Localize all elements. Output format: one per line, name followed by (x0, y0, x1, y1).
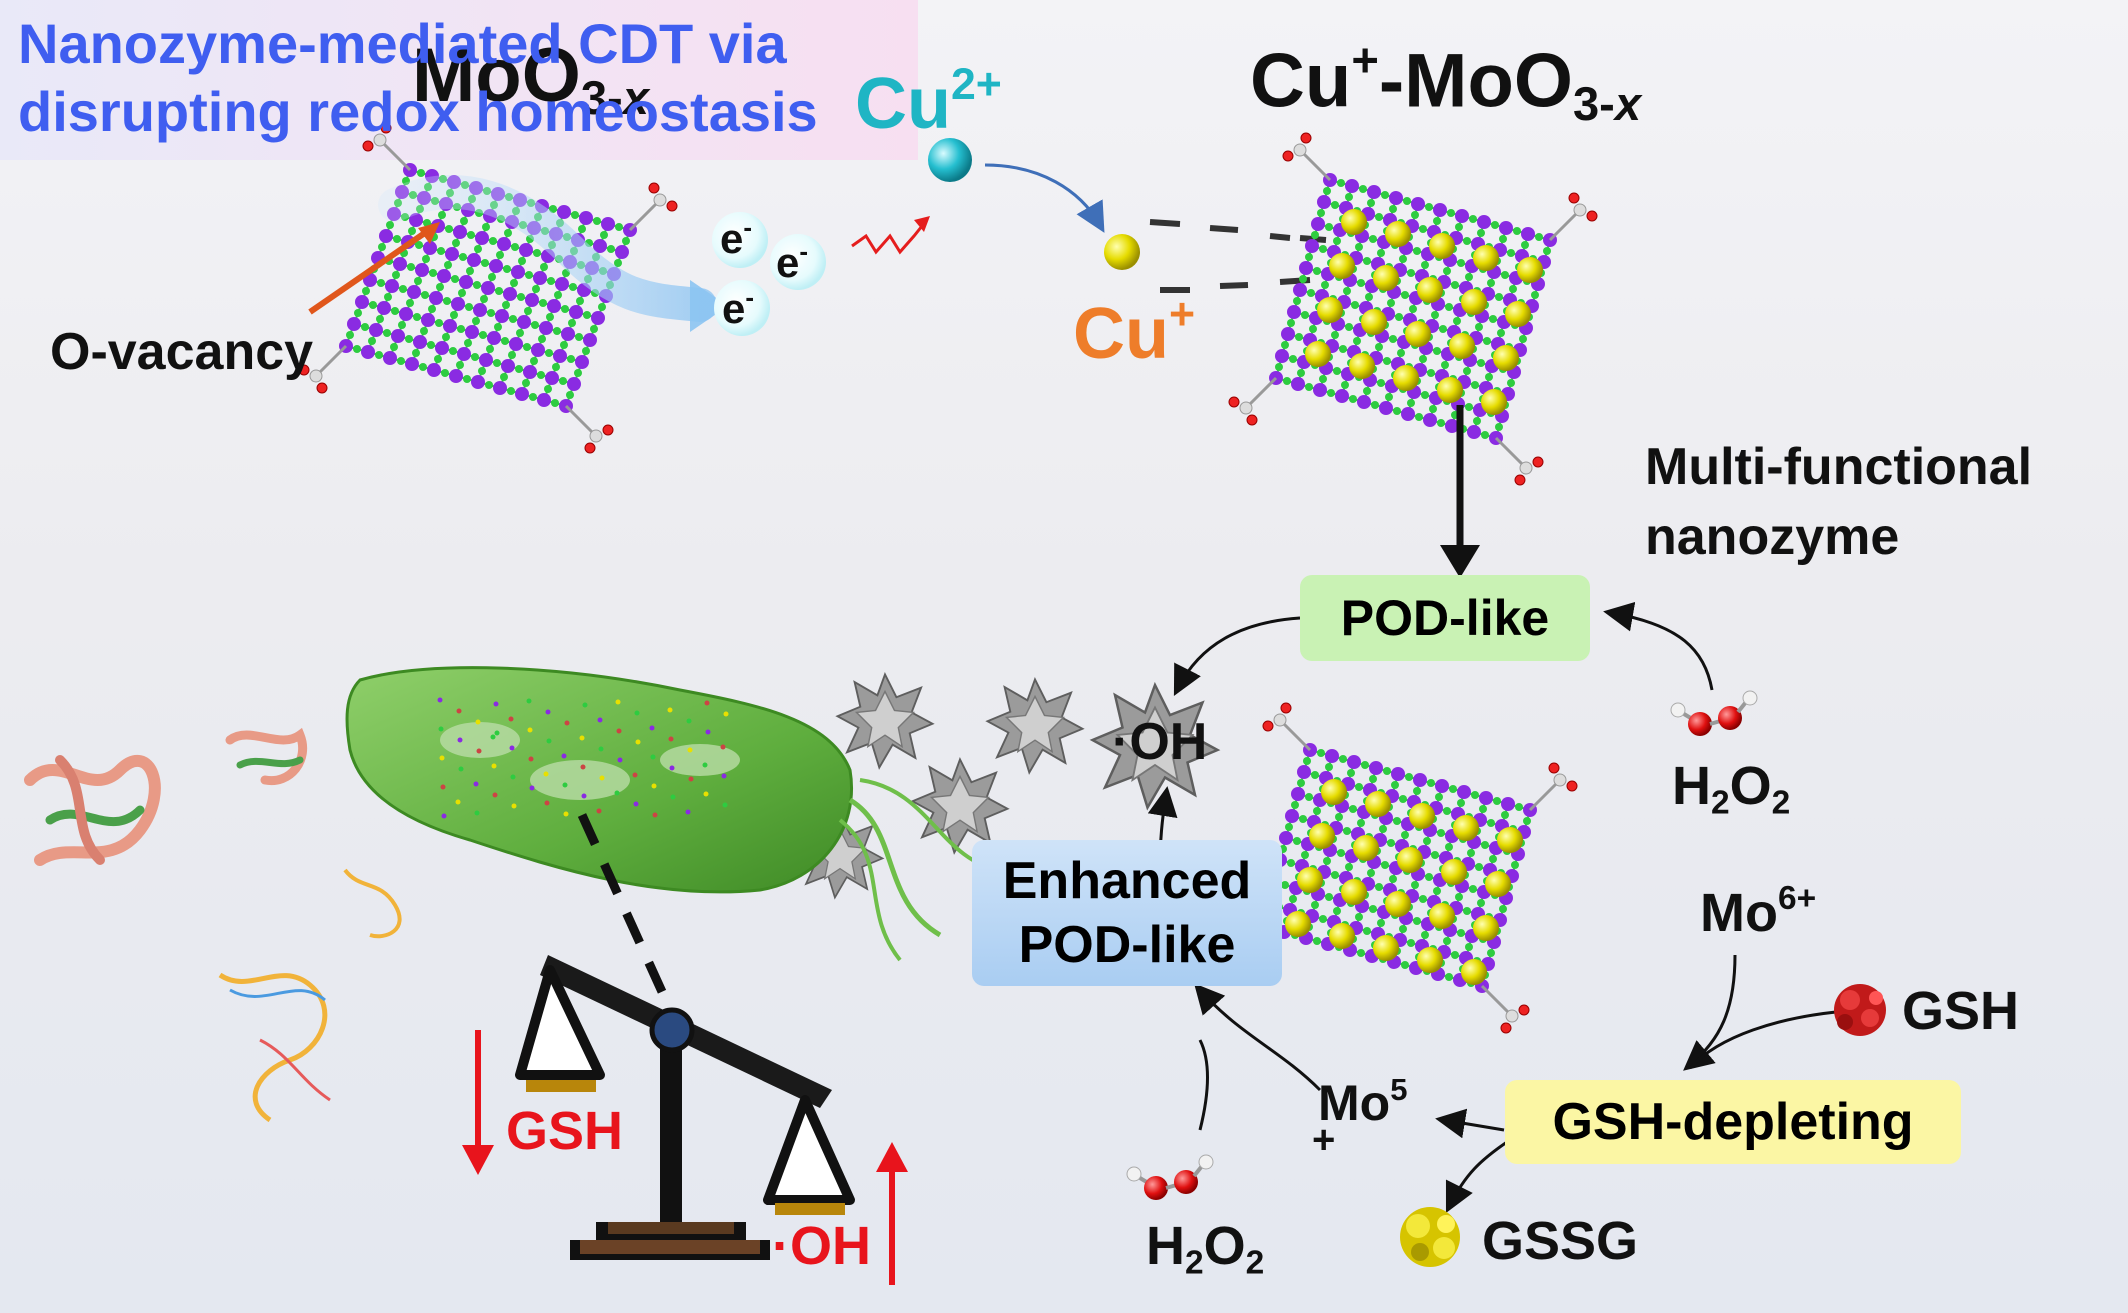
cu2-to-cu1-arrow (984, 163, 1105, 233)
pod-like-box: POD-like (1300, 575, 1590, 661)
electron-label-1: e- (720, 212, 753, 262)
mo6-to-gsh-arrow (1683, 954, 1737, 1071)
title-cu-moo3x: Cu+-MoO3-x (1250, 33, 1642, 130)
cdt-caption-box: Nanozyme-mediated CDT via disrupting red… (0, 0, 918, 160)
cu1-ion-sphere (1104, 234, 1140, 270)
mo5-to-enhanced-arrow (1194, 983, 1322, 1092)
h2o2-molecule-top (1669, 689, 1759, 738)
o-vacancy-label: O-vacancy (50, 323, 314, 381)
cu-moo3-lattice-top (1228, 132, 1598, 486)
cdt-caption-line1: Nanozyme-mediated CDT via (18, 12, 787, 75)
o-vacancy-pointer (308, 225, 434, 315)
pod-to-oh-arrow (1173, 616, 1301, 697)
redox-balance-scale (515, 813, 855, 1260)
electron-label-2: e- (776, 236, 809, 286)
zigzag-arrow (851, 225, 924, 255)
gssg-label: GSSG (1482, 1211, 1639, 1271)
gsh-input-arrow (1688, 1010, 1837, 1070)
gsh-depleting-box: GSH-depleting (1505, 1080, 1961, 1164)
dna-strands (218, 868, 402, 1123)
cu2-label: Cu2+ (855, 60, 1002, 145)
gsh-cluster (1834, 984, 1886, 1036)
to-mo5-arrow (1435, 1108, 1505, 1139)
balance-oh-label: ·OH (772, 1216, 871, 1276)
protein-ribbons (24, 727, 308, 866)
cu-moo3-lattice-bottom (1214, 702, 1578, 1034)
gssg-cluster (1400, 1207, 1460, 1267)
mo5-plus-sign: + (1312, 1118, 1336, 1162)
cdt-caption-line2: disrupting redox homeostasis (18, 80, 818, 143)
cu1-label: Cu+ (1073, 290, 1196, 375)
electron-migration-arrow (378, 175, 717, 322)
mo6-label: Mo6+ (1700, 880, 1817, 943)
mo5-label: Mo5 (1318, 1072, 1408, 1132)
electron-spheres (712, 212, 826, 336)
h2o2-to-enhanced-arrow (1198, 1039, 1209, 1131)
to-gssg-arrow (1445, 1138, 1511, 1214)
h2o2-label-top: H2O2 (1672, 756, 1791, 822)
cu2-ion-sphere (928, 138, 972, 182)
balance-gsh-label: GSH (506, 1101, 624, 1161)
electron-label-3: e- (722, 282, 755, 332)
multi-functional-label: Multi-functional nanozyme (1645, 438, 2033, 566)
oh-radical-label: ·OH (1112, 713, 1208, 771)
h2o2-molecule-bottom (1125, 1153, 1215, 1202)
enhanced-pod-box: Enhanced POD-like (972, 840, 1282, 986)
h2o2-label-bottom: H2O2 (1146, 1216, 1265, 1282)
h2o2-to-pod-arrow (1603, 601, 1714, 691)
title-moo3x: MoO3-x (412, 33, 649, 125)
gsh-label: GSH (1902, 981, 2020, 1041)
